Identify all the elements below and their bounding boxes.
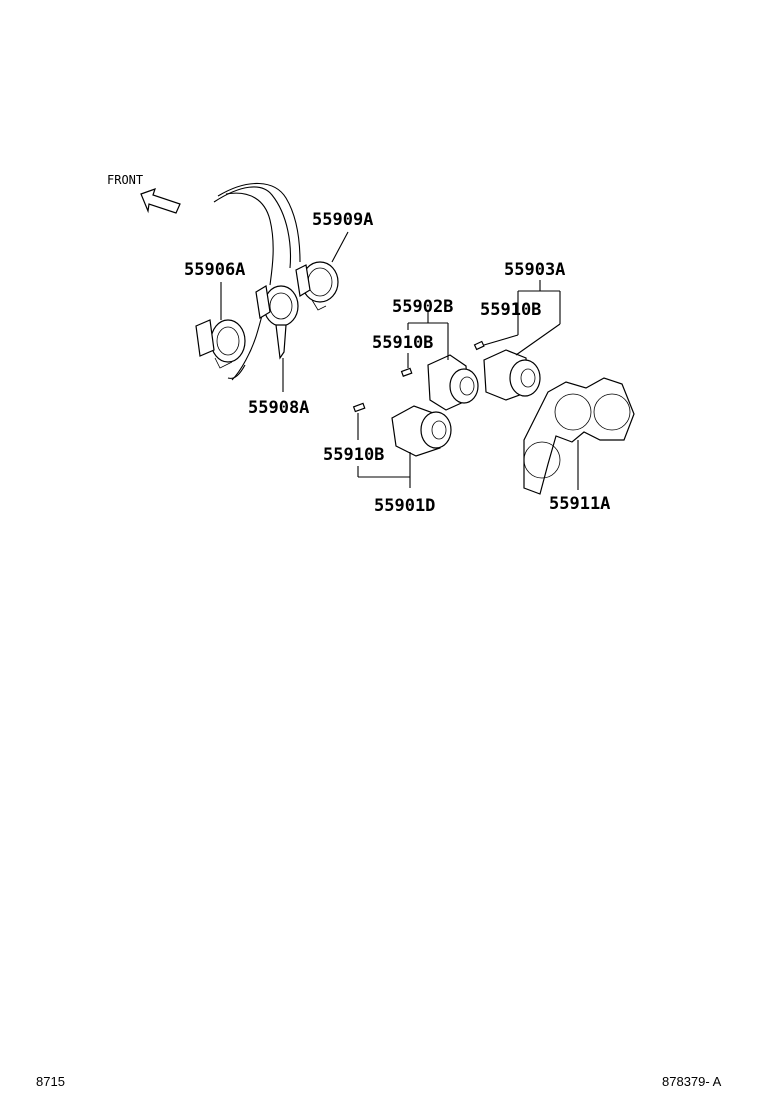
label-55910B-middle: 55910B [372, 333, 433, 353]
label-55910B-top: 55910B [480, 300, 541, 320]
label-55910B-bottom: 55910B [323, 445, 384, 465]
front-label: FRONT [107, 173, 143, 187]
socket-55906A [195, 319, 246, 369]
socket-55908A [255, 285, 299, 360]
label-55902B: 55902B [392, 297, 453, 317]
illustration-code-right: 878379- A [662, 1074, 722, 1089]
bulb-55910B-bottom [352, 402, 366, 413]
bulb-55910B-middle [400, 367, 413, 377]
knob-55903A [483, 349, 541, 401]
label-55906A: 55906A [184, 260, 245, 280]
knob-55902B [427, 354, 479, 411]
page-code-left: 8715 [36, 1074, 65, 1089]
label-55903A: 55903A [504, 260, 565, 280]
leader-lines [220, 231, 579, 490]
label-55901D: 55901D [374, 496, 435, 516]
bulb-55910B-top [473, 340, 485, 351]
label-55911A: 55911A [549, 494, 610, 514]
socket-55909A [295, 261, 339, 311]
label-55909A: 55909A [312, 210, 373, 230]
front-arrow-icon [140, 188, 181, 214]
label-55908A: 55908A [248, 398, 309, 418]
knob-55901D [391, 405, 452, 457]
panel-55911A [523, 377, 635, 495]
